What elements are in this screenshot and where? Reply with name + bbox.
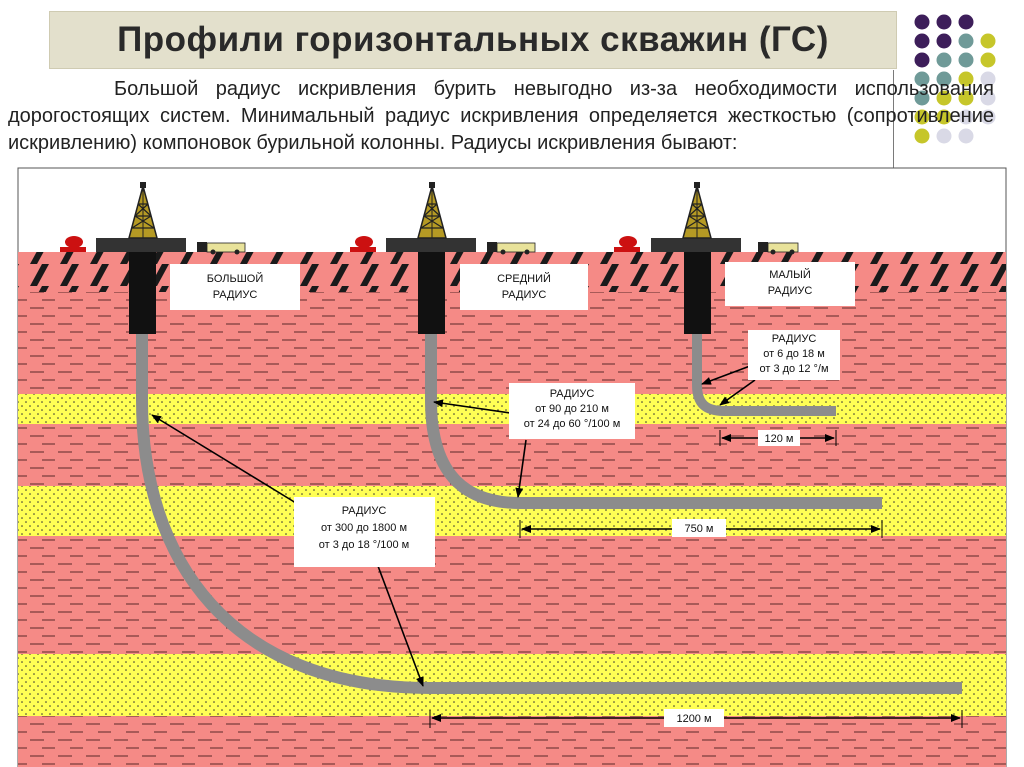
svg-text:от 90 до 210 м: от 90 до 210 м: [535, 403, 609, 415]
pump-icon: [614, 236, 640, 252]
pump-icon: [60, 236, 86, 252]
decor-dot: [936, 90, 952, 106]
casing: [418, 252, 445, 334]
decor-dot: [958, 33, 974, 49]
decor-dot: [958, 90, 974, 106]
svg-text:от 24 до 60 °/100 м: от 24 до 60 °/100 м: [524, 418, 621, 430]
svg-text:от 300 до 1800 м: от 300 до 1800 м: [321, 522, 407, 534]
svg-text:МАЛЫЙ: МАЛЫЙ: [769, 268, 811, 281]
decor-dot: [980, 52, 996, 68]
drilling-rig-icon: [386, 182, 476, 252]
svg-text:РАДИУС: РАДИУС: [550, 388, 595, 400]
svg-text:БОЛЬШОЙ: БОЛЬШОЙ: [207, 272, 264, 285]
wellbore-path: [136, 334, 962, 694]
wellbore-path: [425, 334, 882, 509]
decor-dot: [936, 14, 952, 30]
radius-callout-medium: РАДИУС от 90 до 210 м от 24 до 60 °/100 …: [509, 383, 635, 439]
svg-text:РАДИУС: РАДИУС: [213, 289, 258, 301]
pump-icon: [350, 236, 376, 252]
decor-dot: [914, 90, 930, 106]
svg-text:РАДИУС: РАДИУС: [768, 285, 813, 297]
svg-text:от 3 до 18 °/100 м: от 3 до 18 °/100 м: [319, 539, 409, 551]
page-title: Профили горизонтальных скважин (ГС): [117, 20, 829, 59]
decor-dot: [914, 109, 930, 125]
radius-arrow: [701, 365, 751, 385]
length-dimension-medium: 750 м: [519, 519, 883, 538]
dot-grid-decoration: [914, 14, 996, 144]
decor-dot: [958, 52, 974, 68]
length-dimension-small: 120 м: [719, 430, 837, 446]
decor-dot: [958, 14, 974, 30]
decor-dot: [914, 33, 930, 49]
radius-arrow: [719, 379, 756, 406]
radius-arrow: [433, 399, 511, 414]
svg-text:от 3 до 12 °/м: от 3 до 12 °/м: [759, 363, 828, 375]
decor-dot: [936, 128, 952, 144]
decor-dot: [914, 71, 930, 87]
label-large-radius: БОЛЬШОЙ РАДИУС: [170, 264, 300, 310]
well-large-radius: [60, 182, 962, 694]
title-divider-line: [893, 70, 894, 185]
decor-dot: [914, 52, 930, 68]
svg-text:от 6 до 18 м: от 6 до 18 м: [763, 348, 825, 360]
decor-dot: [914, 14, 930, 30]
length-dimension-large: 1200 м: [429, 709, 963, 728]
decor-dot: [936, 109, 952, 125]
drilling-rig-icon: [96, 182, 186, 252]
radius-callout-small: РАДИУС от 6 до 18 м от 3 до 12 °/м: [748, 330, 840, 380]
intro-paragraph: Большой радиус искривления бурить невыго…: [8, 78, 994, 154]
truck-icon: [758, 242, 799, 255]
svg-text:750 м: 750 м: [685, 523, 714, 535]
decor-dot: [980, 109, 996, 125]
truck-icon: [197, 242, 246, 255]
svg-text:РАДИУС: РАДИУС: [342, 505, 387, 517]
radius-arrow: [515, 439, 527, 498]
decor-dot: [958, 71, 974, 87]
svg-text:РАДИУС: РАДИУС: [502, 289, 547, 301]
wellbore-path: [692, 334, 836, 416]
title-box: Профили горизонтальных скважин (ГС): [50, 12, 896, 68]
label-medium-radius: СРЕДНИЙ РАДИУС: [460, 264, 588, 310]
decor-dot: [936, 52, 952, 68]
drilling-rig-icon: [651, 182, 741, 252]
well-medium-radius: [350, 182, 882, 509]
radius-arrow: [151, 414, 297, 504]
decor-dot: [958, 109, 974, 125]
decor-dot: [980, 90, 996, 106]
decor-dot: [936, 33, 952, 49]
truck-icon: [487, 242, 536, 255]
svg-text:СРЕДНИЙ: СРЕДНИЙ: [497, 272, 551, 285]
svg-text:РАДИУС: РАДИУС: [772, 333, 817, 345]
well-small-radius: [614, 182, 836, 416]
svg-text:1200 м: 1200 м: [676, 713, 711, 725]
casing: [129, 252, 156, 334]
decor-dot: [958, 128, 974, 144]
decor-dot: [980, 71, 996, 87]
label-small-radius: МАЛЫЙ РАДИУС: [725, 262, 855, 306]
decor-dot: [980, 33, 996, 49]
radius-arrow: [377, 565, 424, 687]
decor-dot: [914, 128, 930, 144]
svg-text:120 м: 120 м: [765, 433, 794, 445]
casing: [684, 252, 711, 334]
decor-dot: [936, 71, 952, 87]
rock-layer-3: [18, 536, 1006, 654]
radius-callout-large: РАДИУС от 300 до 1800 м от 3 до 18 °/100…: [294, 497, 435, 567]
rock-layer-4: [18, 716, 1006, 767]
